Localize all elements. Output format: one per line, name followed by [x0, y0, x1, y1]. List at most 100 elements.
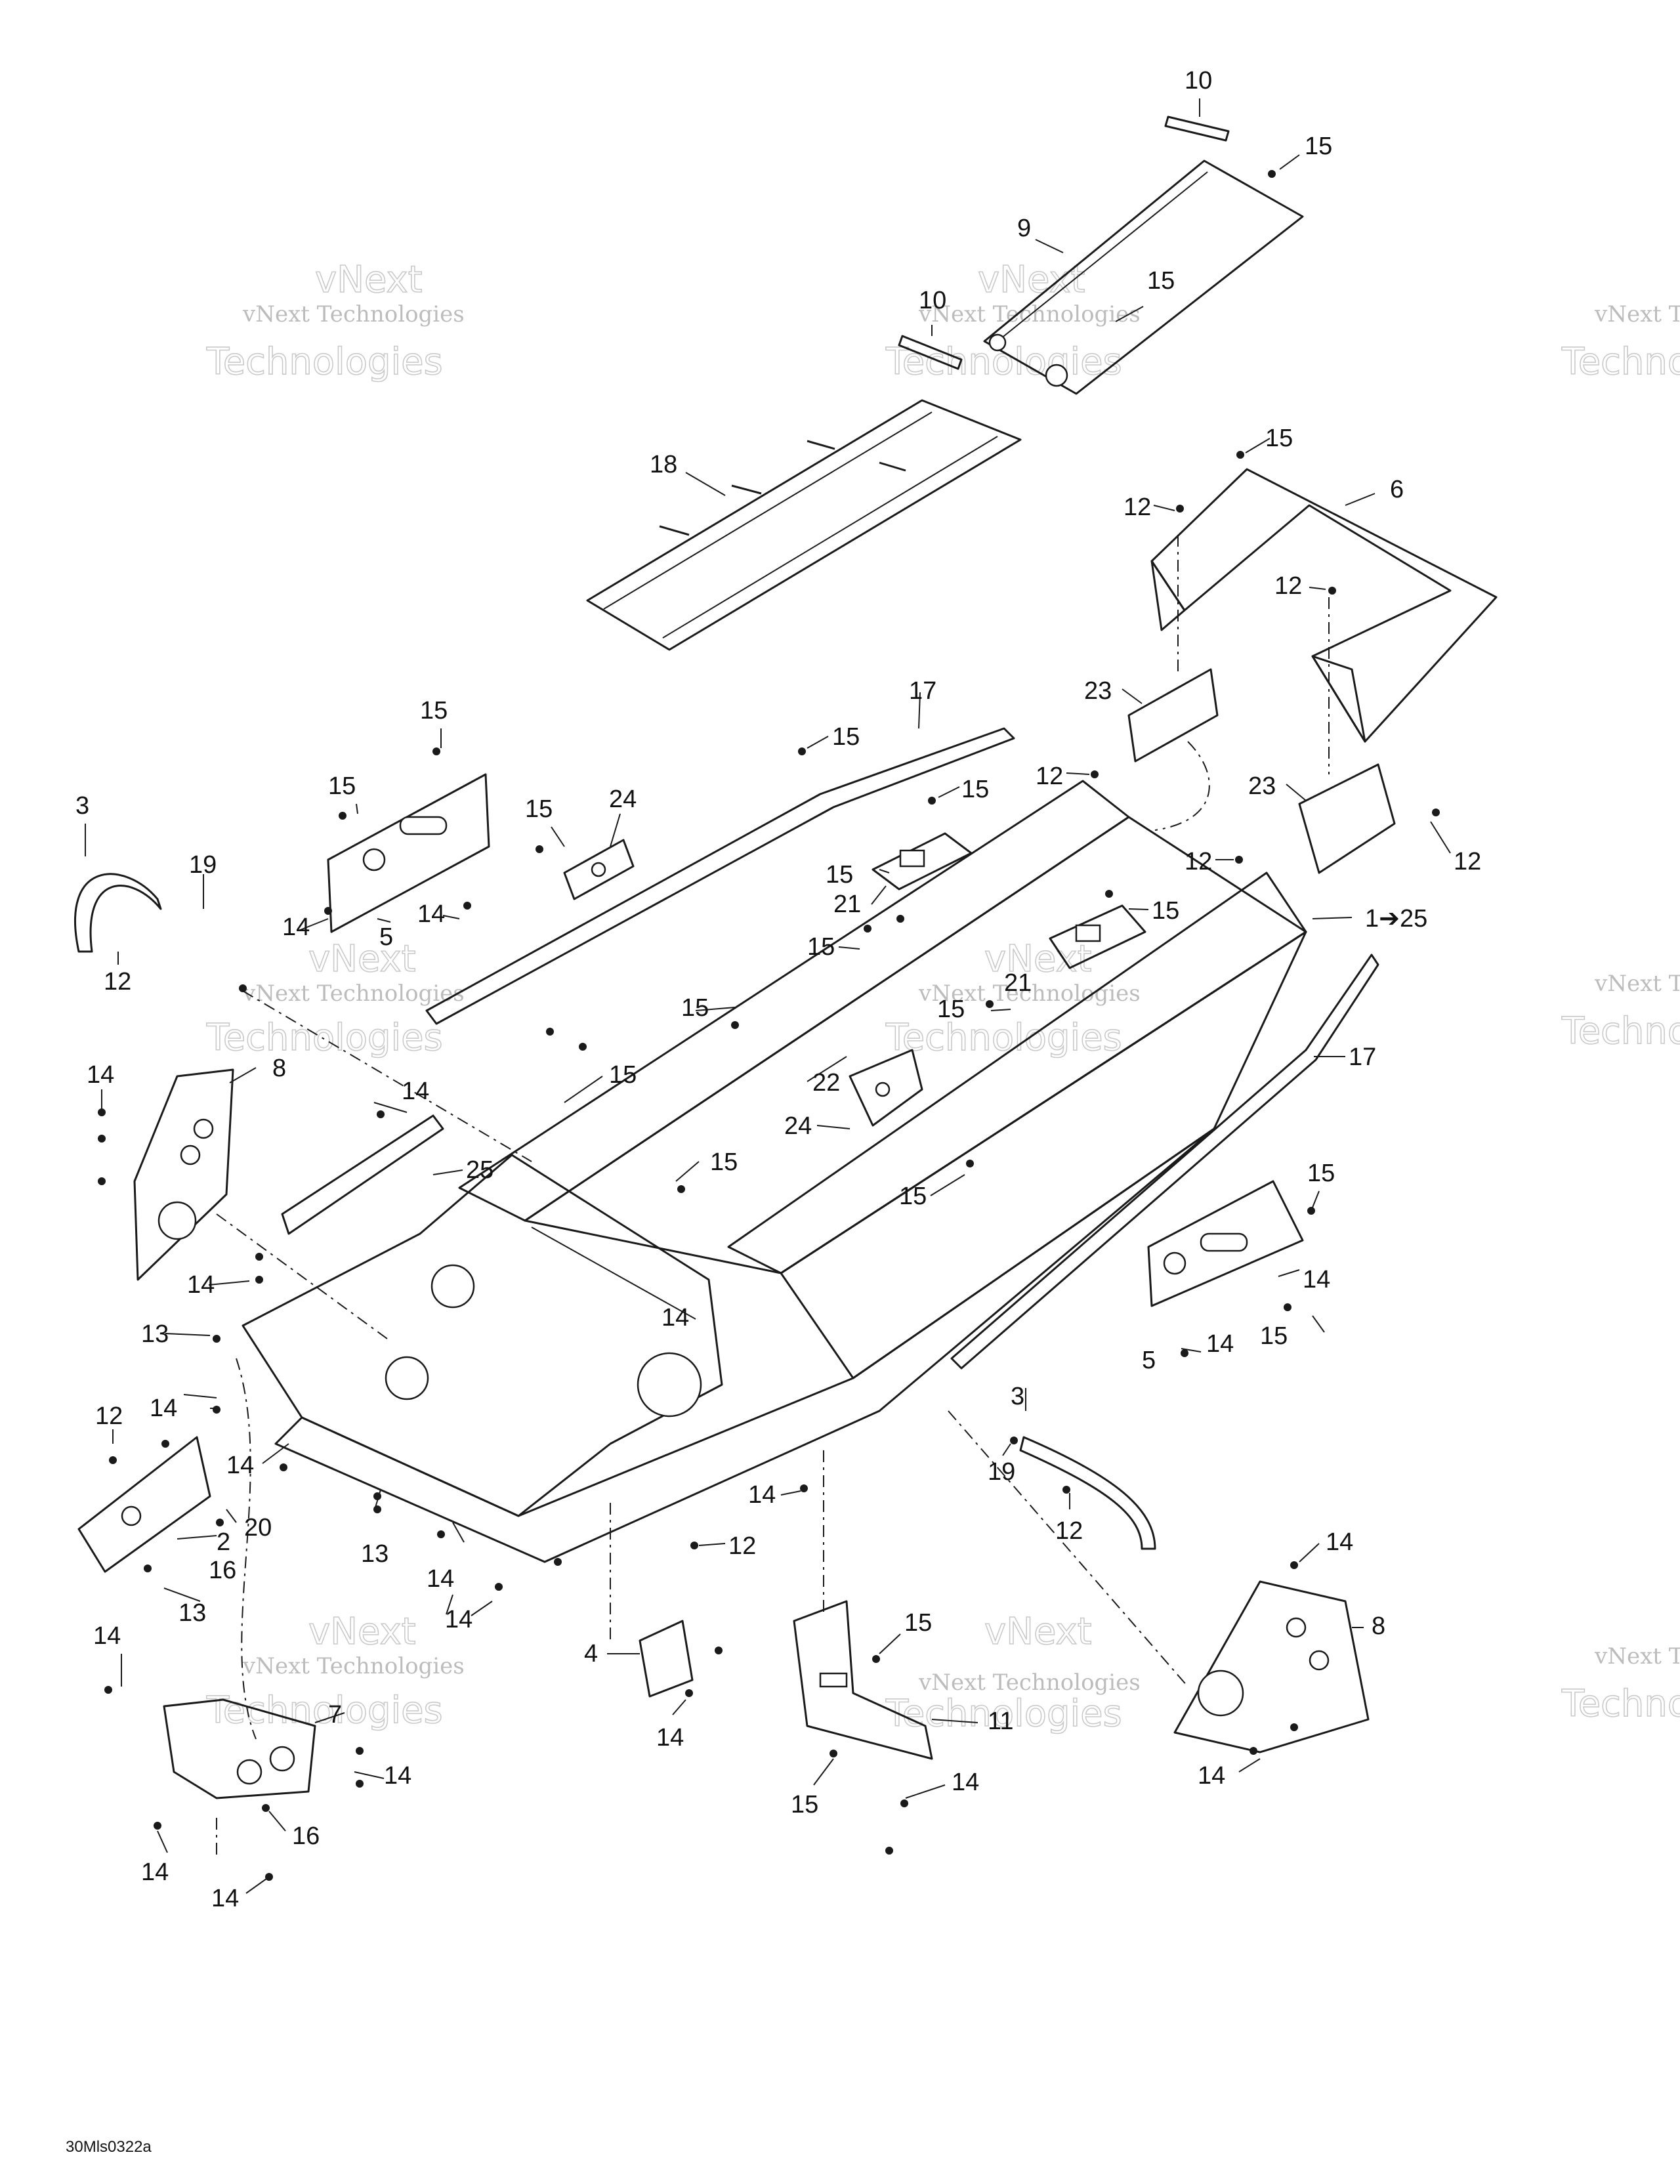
- callout-label: 6: [1390, 476, 1404, 503]
- watermark-text: Technologies: [206, 1017, 443, 1059]
- callout-label: 14: [226, 1452, 254, 1479]
- callout-label: 12: [1185, 848, 1212, 875]
- callout-label: 2: [217, 1528, 230, 1556]
- callout-label: 19: [189, 851, 217, 879]
- callout-label: 8: [272, 1055, 286, 1082]
- fastener-dots: [98, 170, 1440, 1881]
- callout-label: 14: [427, 1565, 454, 1593]
- watermark-text: vNext: [308, 938, 416, 980]
- part-8-plate-right: [1173, 1580, 1370, 1754]
- part-25-bar: [281, 1114, 444, 1235]
- callout-label: 21: [1004, 969, 1032, 997]
- callout-label: 1➔25: [1365, 905, 1427, 933]
- part-3-handle-right: [1019, 1436, 1156, 1550]
- part-24-bracket-upper: [563, 839, 635, 900]
- callout-label: 12: [1055, 1517, 1083, 1545]
- part-23-bracket-right: [1298, 763, 1396, 874]
- callout-label: 14: [1198, 1762, 1225, 1790]
- watermark-text: Technologies: [206, 1689, 443, 1732]
- callout-label: 15: [681, 994, 709, 1022]
- callout-label: 14: [150, 1395, 177, 1422]
- part-7-bracket: [163, 1698, 316, 1799]
- callout-label: 13: [141, 1320, 169, 1348]
- part-8-plate-left: [133, 1068, 234, 1281]
- part-2-bracket: [77, 1436, 211, 1573]
- callout-label: 18: [650, 451, 677, 478]
- callout-label: 19: [988, 1458, 1015, 1486]
- part-9-plate: [983, 159, 1304, 395]
- assembly-dash-lines: [216, 535, 1330, 1857]
- callout-label: 25: [466, 1156, 494, 1184]
- watermark-text: vNext Te: [1594, 971, 1680, 997]
- callout-label: 12: [1454, 848, 1481, 875]
- callout-label: 4: [584, 1640, 598, 1668]
- watermark-text: vNext Te: [1594, 301, 1680, 327]
- callout-label: 14: [211, 1885, 239, 1912]
- callout-label: 14: [87, 1061, 114, 1089]
- callout-label: 10: [919, 287, 946, 314]
- callout-label: 14: [282, 914, 310, 941]
- callout-label: 8: [1372, 1612, 1385, 1640]
- watermark-text: vNext: [315, 259, 423, 301]
- callout-label: 12: [1124, 494, 1151, 521]
- callout-label: 3: [75, 792, 89, 820]
- part-5-bracket-lower: [1147, 1180, 1304, 1307]
- callout-label: 17: [909, 677, 936, 705]
- callout-label: 15: [961, 776, 989, 803]
- part-5-bracket-upper: [327, 773, 490, 933]
- watermark-text: Technologies: [885, 1017, 1122, 1059]
- callout-label: 5: [379, 923, 393, 951]
- part-21-block-lower: [1049, 904, 1146, 969]
- part-4-bracket: [639, 1620, 694, 1698]
- callout-label: 14: [93, 1622, 121, 1650]
- leader-lines: [85, 98, 1451, 1894]
- callout-label: 14: [656, 1724, 684, 1752]
- part-18-tunnel-protector: [586, 399, 1022, 651]
- callout-labels: 10 15 9 10 15 18 15 6 12 12 23 23 12 12 …: [75, 67, 1481, 1912]
- callout-label: 14: [445, 1606, 472, 1633]
- callout-label: 15: [1147, 267, 1175, 295]
- callout-label: 16: [209, 1557, 236, 1584]
- callout-label: 22: [812, 1069, 840, 1097]
- callout-label: 24: [784, 1112, 812, 1140]
- front-frame-assembly: [242, 1127, 1215, 1563]
- callout-label: 5: [1142, 1347, 1156, 1374]
- watermark-text: Technologies: [885, 1692, 1122, 1735]
- part-10-strip-lower: [898, 335, 963, 370]
- callout-label: 12: [728, 1532, 756, 1560]
- callout-label: 12: [1036, 763, 1063, 790]
- callout-label: 21: [833, 891, 861, 918]
- watermark-text: Techno: [1561, 1683, 1680, 1725]
- part-24-bracket-lower: [849, 1049, 923, 1127]
- watermark-text: Technologies: [206, 341, 443, 383]
- watermark-text: vNext: [978, 259, 1085, 301]
- callout-label: 15: [904, 1609, 932, 1637]
- watermark-text: vNext: [308, 1610, 416, 1653]
- callout-label: 15: [328, 772, 356, 800]
- watermark-text: vNext Technologies: [918, 1670, 1141, 1696]
- callout-label: 15: [807, 933, 835, 961]
- callout-label: 14: [384, 1762, 411, 1790]
- callout-label: 14: [141, 1858, 169, 1886]
- callout-label: 23: [1084, 677, 1112, 705]
- watermark-text: vNext Technologies: [242, 1653, 465, 1679]
- part-21-block-upper: [872, 832, 973, 891]
- watermark-text: vNext: [984, 1610, 1092, 1653]
- part-17-rail-right: [950, 954, 1379, 1370]
- callout-label: 14: [1206, 1330, 1234, 1358]
- callout-label: 14: [662, 1304, 689, 1332]
- watermark-text: Techno: [1561, 1010, 1680, 1053]
- callout-label: 3: [1011, 1383, 1024, 1410]
- callout-label: 14: [952, 1769, 979, 1796]
- callout-label: 15: [937, 996, 965, 1023]
- callout-label: 15: [1152, 897, 1179, 925]
- callout-label: 14: [402, 1078, 429, 1105]
- callout-label: 15: [826, 861, 853, 889]
- callout-label: 15: [609, 1061, 637, 1089]
- callout-label: 15: [1260, 1322, 1288, 1350]
- part-6-cover: [1150, 468, 1498, 743]
- watermark-group: vNext vNext Technologies Technologies vN…: [205, 258, 1680, 1736]
- watermark-text: vNext: [984, 938, 1092, 980]
- callout-label: 12: [104, 968, 131, 996]
